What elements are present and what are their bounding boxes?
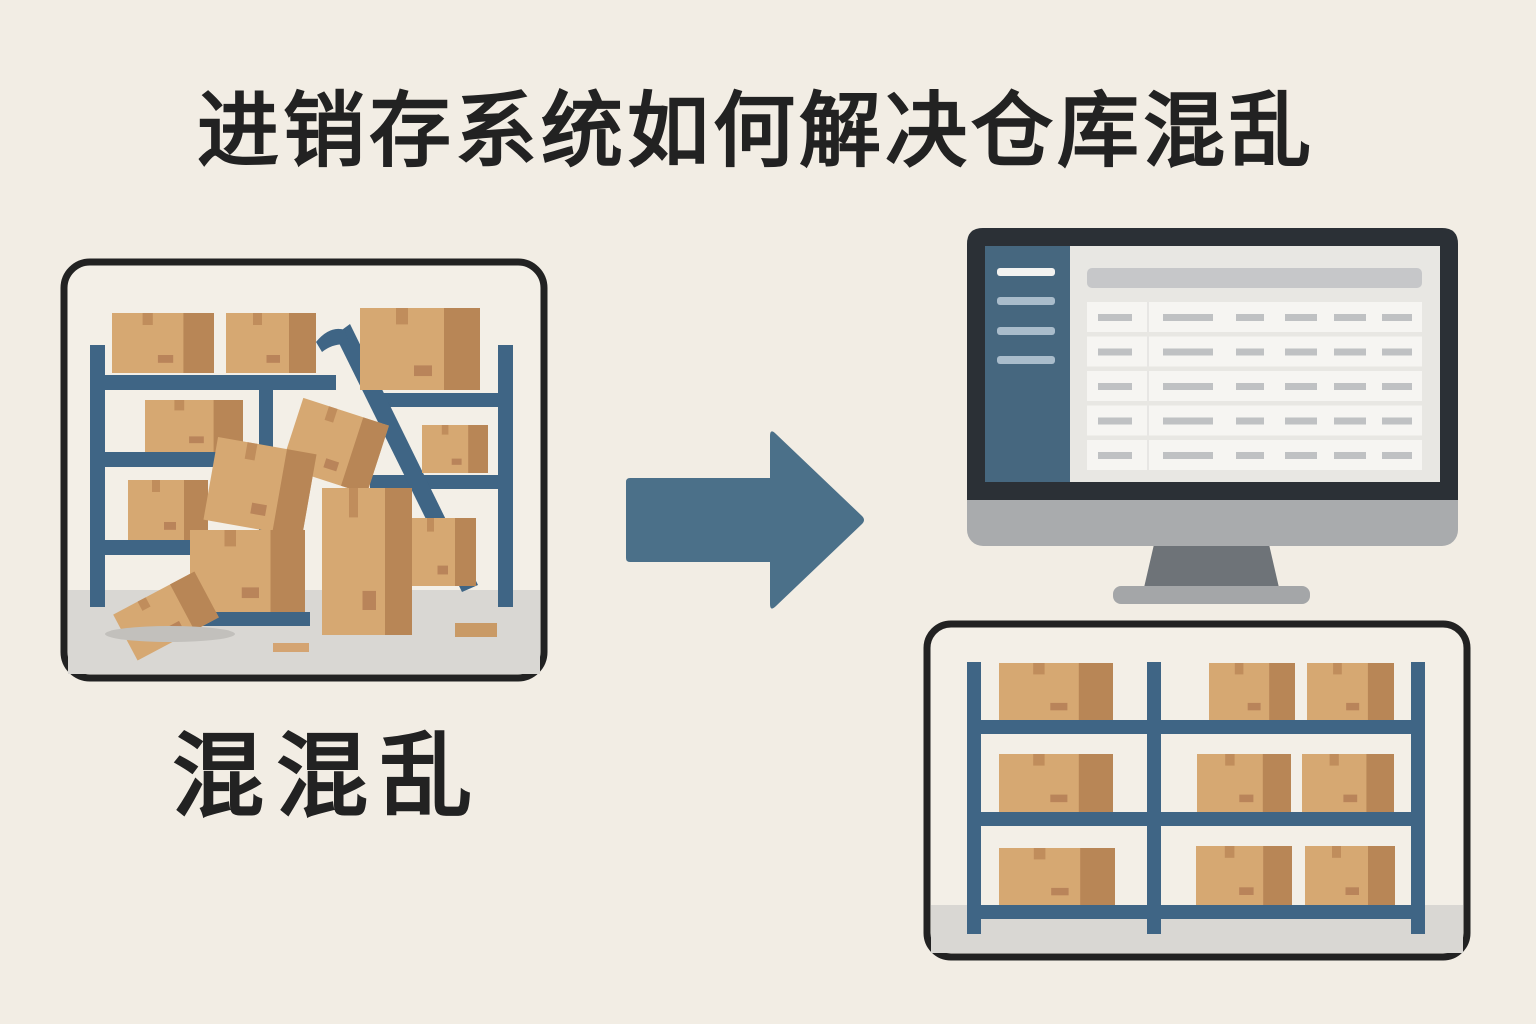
cardboard-box (190, 530, 305, 612)
cardboard-box (1302, 754, 1394, 812)
cardboard-box (999, 663, 1113, 720)
cardboard-box (226, 313, 316, 373)
messy-warehouse-illustration (60, 258, 548, 682)
cardboard-box (422, 425, 488, 473)
cardboard-box (1307, 663, 1394, 720)
cardboard-box (999, 848, 1115, 905)
cardboard-box (1197, 754, 1291, 812)
cardboard-box (1209, 663, 1295, 720)
table-row (1087, 405, 1422, 436)
organized-warehouse-illustration (923, 620, 1471, 961)
cardboard-box (999, 754, 1113, 812)
cardboard-box (203, 436, 317, 538)
cardboard-box (112, 313, 214, 373)
table-row (1087, 302, 1422, 332)
cardboard-box (1305, 846, 1395, 905)
chaos-label: 混混乱 (172, 723, 485, 830)
cardboard-box (322, 488, 412, 635)
right-arrow-icon (626, 431, 864, 609)
cardboard-box (406, 518, 476, 586)
cardboard-box (360, 308, 480, 390)
table-row (1087, 336, 1422, 367)
cardboard-box (1196, 846, 1292, 905)
computer-monitor-icon (967, 228, 1458, 604)
table-row (1087, 371, 1422, 401)
page-title: 进销存系统如何解决仓库混乱 (196, 84, 1315, 179)
table-row (1087, 440, 1422, 470)
